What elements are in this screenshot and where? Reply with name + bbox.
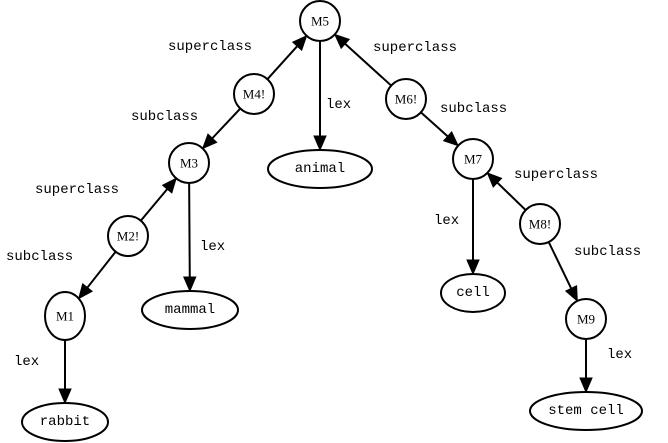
edge-label-lex: lex — [14, 354, 39, 370]
node-label: cell — [456, 285, 490, 301]
arrowhead-icon — [486, 172, 503, 188]
node-shape — [168, 142, 210, 184]
arrowhead-icon — [579, 377, 593, 394]
edge-label-superclass: superclass — [35, 182, 119, 198]
edge-line — [547, 241, 573, 289]
base-node-cell: cell — [440, 273, 506, 313]
molecular-node-m4-bang: M4! — [233, 73, 275, 115]
node-shape — [519, 203, 561, 245]
base-node-animal: animal — [267, 149, 373, 189]
node-shape — [107, 215, 149, 257]
edge-line — [211, 107, 242, 139]
molecular-node-m2-bang: M2! — [107, 215, 149, 257]
edge-line — [496, 181, 527, 211]
arrowhead-icon — [466, 259, 480, 276]
molecular-node-m9: M9 — [565, 298, 607, 340]
node-label: M1 — [56, 309, 74, 324]
node-shape — [440, 273, 506, 313]
node-label: rabbit — [40, 414, 90, 430]
node-label: M7 — [464, 152, 483, 167]
edge-m4-bang-to-m5: superclass — [168, 34, 308, 80]
node-label: M6! — [395, 92, 417, 107]
edge-label-lex: lex — [607, 347, 632, 363]
node-shape — [141, 290, 239, 330]
edge-line — [86, 251, 117, 289]
edge-m8-bang-to-m7: superclass — [486, 167, 598, 211]
edge-label-lex: lex — [200, 239, 225, 255]
edge-label-subclass: subclass — [440, 101, 507, 117]
edge-line — [266, 45, 298, 80]
node-label: M8! — [529, 217, 551, 232]
edge-m8-bang-to-m9: subclass — [547, 241, 641, 303]
edge-label-lex: lex — [434, 213, 459, 229]
edge-m7-to-cell: lex — [434, 179, 480, 276]
base-node-stem-cell: stem cell — [529, 391, 643, 431]
arrowhead-icon — [77, 282, 94, 300]
node-label: M4! — [243, 87, 265, 102]
node-shape — [267, 149, 373, 189]
molecular-node-m5: M5 — [299, 0, 341, 42]
edge-m9-to-stem-cell: lex — [579, 339, 632, 394]
node-shape — [452, 138, 494, 180]
node-label: M3 — [180, 156, 198, 171]
edge-label-superclass: superclass — [514, 167, 598, 183]
node-label: M2! — [117, 229, 139, 244]
arrowhead-icon — [201, 133, 218, 150]
node-label: animal — [295, 161, 345, 177]
molecular-node-m1: M1 — [44, 291, 86, 341]
arrowhead-icon — [183, 276, 197, 293]
node-shape — [233, 73, 275, 115]
node-label: mammal — [165, 302, 215, 318]
edge-m3-to-mammal: lex — [183, 182, 225, 293]
molecular-node-m3: M3 — [168, 142, 210, 184]
arrowhead-icon — [442, 130, 460, 147]
node-shape — [565, 298, 607, 340]
node-label: stem cell — [548, 403, 624, 419]
molecular-node-m8-bang: M8! — [519, 203, 561, 245]
edge-m1-to-rabbit: lex — [14, 340, 72, 405]
edge-m4-bang-to-m3: subclass — [131, 107, 242, 150]
node-shape — [44, 291, 86, 341]
edge-m6-bang-to-m5: superclass — [333, 33, 457, 87]
edge-m6-bang-to-m7: subclass — [420, 101, 507, 147]
node-shape — [529, 391, 643, 431]
arrowhead-icon — [313, 135, 327, 152]
edge-label-superclass: superclass — [373, 40, 457, 56]
node-shape — [385, 78, 427, 120]
arrowhead-icon — [161, 177, 177, 194]
node-shape — [299, 0, 341, 42]
node-label: M9 — [577, 312, 595, 327]
arrowhead-icon — [564, 285, 578, 303]
edges: superclass subclass lex superclass subclass s… — [6, 33, 641, 405]
base-node-mammal: mammal — [141, 290, 239, 330]
molecular-node-m7: M7 — [452, 138, 494, 180]
node-shape — [21, 402, 109, 442]
edge-line — [188, 182, 191, 278]
edge-line — [420, 111, 449, 138]
arrowhead-icon — [291, 34, 308, 52]
molecular-node-m6-bang: M6! — [385, 78, 427, 120]
edge-label-lex: lex — [326, 97, 351, 113]
edge-label-subclass: subclass — [131, 109, 198, 125]
edge-label-subclass: subclass — [6, 249, 73, 265]
edge-label-superclass: superclass — [168, 39, 252, 55]
arrowhead-icon — [58, 388, 72, 405]
base-node-rabbit: rabbit — [21, 402, 109, 442]
edge-m5-to-animal: lex — [313, 41, 351, 152]
edge-label-subclass: subclass — [574, 244, 641, 260]
node-label: M5 — [311, 14, 329, 29]
arrowhead-icon — [333, 33, 351, 50]
edge-m2-bang-to-m1: subclass — [6, 249, 117, 300]
edge-line — [140, 188, 168, 222]
edge-line — [344, 43, 392, 87]
edge-m2-bang-to-m3: superclass — [35, 177, 177, 222]
